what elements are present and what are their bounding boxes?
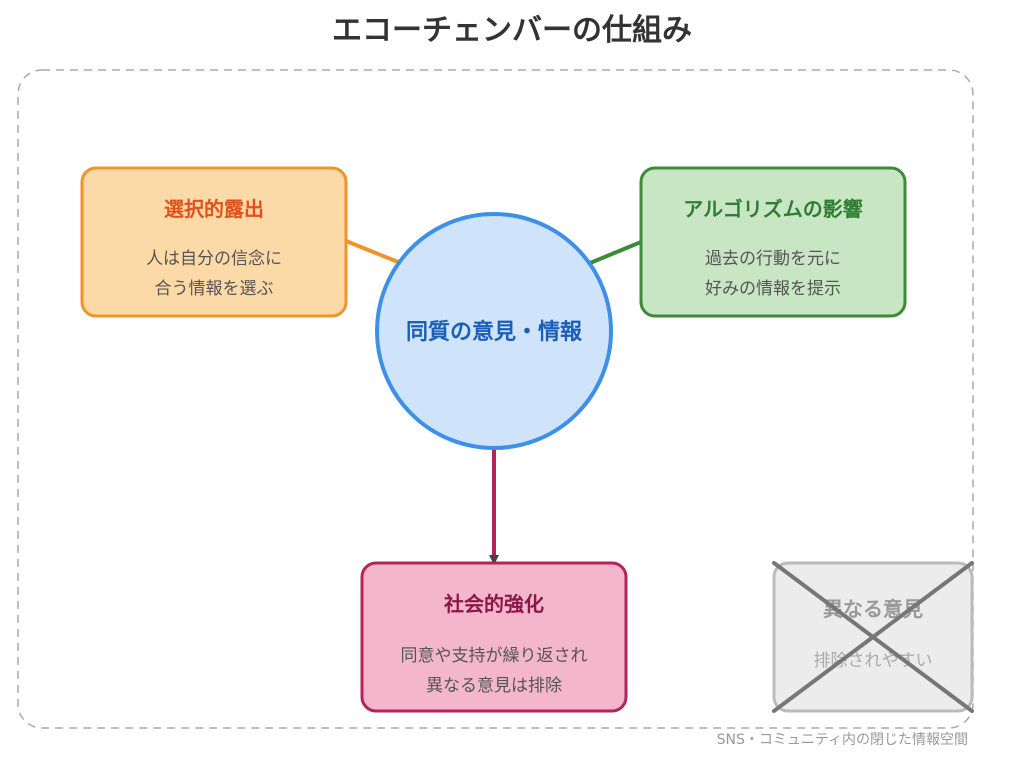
selective-exposure-title: 選択的露出: [164, 197, 264, 221]
social-reinforcement-line2: 異なる意見は排除: [426, 676, 562, 696]
selective-exposure-node: 選択的露出 人は自分の信念に 合う情報を選ぶ: [80, 166, 348, 318]
closed-space-boundary: [17, 69, 974, 729]
social-reinforcement-node: 社会的強化 同意や支持が繰り返され 異なる意見は排除: [360, 561, 628, 713]
different-opinions-node: 異なる意見 排除されやすい: [772, 561, 974, 713]
selective-exposure-line2: 合う情報を選ぶ: [155, 279, 274, 299]
homogeneous-opinions-label: 同質の意見・情報: [406, 319, 583, 345]
algorithm-influence-node: アルゴリズムの影響 過去の行動を元に 好みの情報を提示: [639, 166, 907, 318]
social-reinforcement-title: 社会的強化: [443, 592, 544, 616]
page-title: エコーチェンバーの仕組み: [332, 13, 692, 48]
algorithm-influence-title: アルゴリズムの影響: [683, 197, 862, 221]
social-reinforcement-line1: 同意や支持が繰り返され: [401, 646, 588, 666]
algorithm-influence-line1: 過去の行動を元に: [705, 249, 841, 269]
exclusion-cross-icon: [772, 561, 974, 713]
selective-exposure-line1: 人は自分の信念に: [146, 248, 282, 269]
different-opinions-subtitle: 排除されやすい: [814, 651, 933, 671]
algorithm-influence-line2: 好みの情報を提示: [705, 279, 841, 299]
homogeneous-opinions-node: 同質の意見・情報: [375, 212, 613, 450]
different-opinions-title: 異なる意見: [823, 597, 923, 621]
boundary-caption: SNS・コミュニティ内の閉じた情報空間: [717, 732, 968, 748]
